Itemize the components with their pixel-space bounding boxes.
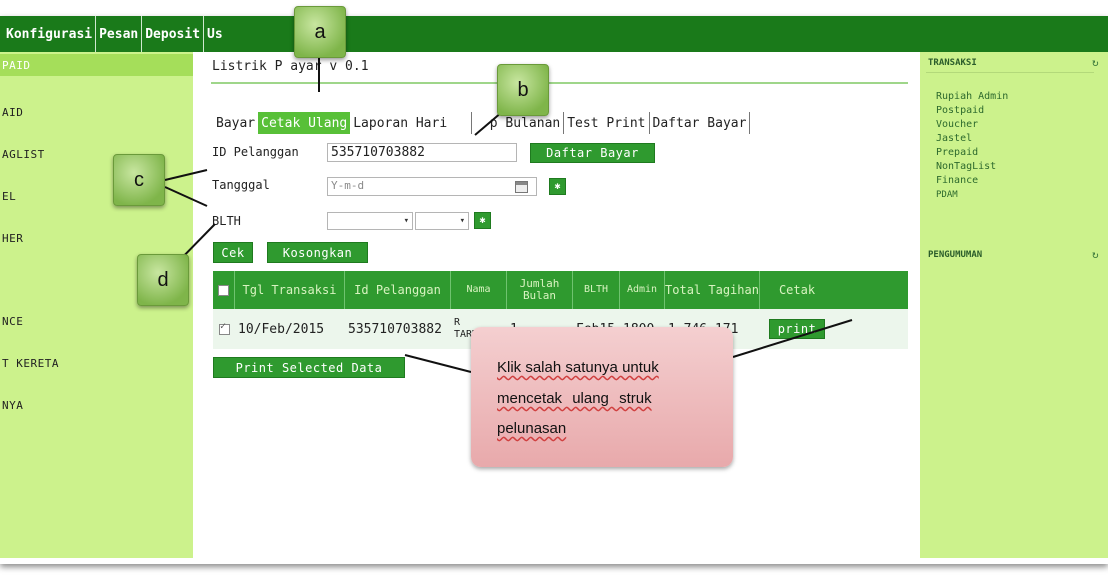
tab-daftar-bayar[interactable]: Daftar Bayar: [650, 112, 751, 134]
header-cetak: Cetak: [778, 283, 816, 297]
header-nama: Nama: [451, 271, 507, 309]
kosongkan-button[interactable]: Kosongkan: [267, 242, 368, 263]
sidebar-item-nontaglist[interactable]: AGLIST: [2, 148, 45, 161]
note-line-1: Klik salah satunya untuk: [497, 359, 659, 376]
menu-deposit[interactable]: Deposit: [142, 16, 205, 52]
tanggal-label: Tangggal: [212, 178, 270, 192]
cell-id-pelanggan: 535710703882: [348, 321, 442, 337]
title-divider: [211, 82, 908, 84]
tanggal-add-button[interactable]: ✱: [549, 178, 566, 195]
sidebar-item-voucher[interactable]: HER: [2, 232, 24, 245]
link-jastel[interactable]: Jastel: [936, 133, 973, 144]
sidebar-item-tiket-kereta[interactable]: T KERETA: [2, 357, 59, 370]
note-line-3: pelunasan: [497, 420, 567, 437]
transaksi-heading: TRANSAKSI: [928, 58, 977, 68]
tab-rekap-bulanan[interactable]: p Bulanan: [472, 112, 565, 134]
calendar-icon[interactable]: [515, 181, 528, 193]
header-jumlah-bulan: Jumlah Bulan: [507, 271, 573, 309]
app-window: Konfigurasi Pesan Deposit Us uar PAID AI…: [0, 16, 1108, 564]
print-selected-data-button[interactable]: Print Selected Data: [213, 357, 405, 378]
pengumuman-refresh-icon[interactable]: ↻: [1092, 248, 1099, 261]
header-id-pelanggan: Id Pelanggan: [345, 271, 451, 309]
page-title: Listrik P ayar v 0.1: [212, 59, 369, 74]
sidebar-item-postpaid[interactable]: AID: [2, 106, 24, 119]
row-select-cell: [213, 309, 235, 349]
id-pelanggan-input[interactable]: 535710703882: [327, 143, 517, 162]
row-select-checkbox[interactable]: [219, 321, 230, 335]
tab-cetak-ulang[interactable]: Cetak Ulang: [258, 112, 351, 134]
link-prepaid[interactable]: Prepaid: [936, 147, 979, 158]
blth-month-select[interactable]: ▾: [327, 212, 413, 230]
callout-d: d: [137, 254, 189, 306]
sidebar-item-prepaid[interactable]: PAID: [0, 54, 193, 76]
table-header-row: Tgl Transaksi Id Pelanggan Nama Jumlah B…: [213, 271, 908, 309]
header-blth: BLTH: [573, 271, 620, 309]
callout-c: c: [113, 154, 165, 206]
tab-bar: Bayar Cetak Ulang Laporan Hari p Bulanan…: [213, 112, 751, 134]
tab-bayar[interactable]: Bayar: [216, 115, 256, 131]
main-content: Listrik P ayar v 0.1 Bayar Cetak Ulang L…: [193, 52, 920, 558]
daftar-bayar-button[interactable]: Daftar Bayar: [530, 143, 655, 163]
blth-year-select[interactable]: ▾: [415, 212, 469, 230]
print-button[interactable]: print: [768, 319, 826, 339]
menu-konfigurasi[interactable]: Konfigurasi: [0, 16, 97, 52]
link-voucher[interactable]: Voucher: [936, 119, 979, 130]
link-rupiah-admin[interactable]: Rupiah Admin: [936, 91, 1009, 102]
transaksi-refresh-icon[interactable]: ↻: [1092, 56, 1099, 69]
cell-nama-line1: R: [454, 317, 461, 328]
sidebar-item-jastel[interactable]: EL: [2, 190, 17, 203]
blth-add-button[interactable]: ✱: [474, 212, 491, 229]
id-pelanggan-label: ID Pelanggan: [212, 145, 299, 159]
header-tgl-transaksi: Tgl Transaksi: [235, 271, 345, 309]
transaksi-divider: [926, 72, 1094, 73]
tab-laporan-harian[interactable]: Laporan Hari: [350, 112, 473, 134]
select-all-checkbox[interactable]: [218, 284, 229, 296]
select-all-cell: [213, 271, 235, 309]
top-menu-bar: Konfigurasi Pesan Deposit Us uar: [0, 16, 1108, 52]
pengumuman-heading: PENGUMUMAN: [928, 250, 983, 260]
callout-a: a: [294, 6, 346, 58]
instruction-note: Klik salah satunya untuk mencetak ulang …: [471, 327, 733, 467]
link-finance[interactable]: Finance: [936, 175, 979, 186]
cell-cetak: print: [760, 309, 834, 349]
link-postpaid[interactable]: Postpaid: [936, 105, 985, 116]
blth-label: BLTH: [212, 214, 241, 228]
sidebar-item-lainnya[interactable]: NYA: [2, 399, 24, 412]
callout-b: b: [497, 64, 549, 116]
link-nontaglist[interactable]: NonTagList: [936, 161, 997, 172]
left-sidebar: PAID AID AGLIST EL HER NCE T KERETA NYA: [0, 52, 193, 558]
cek-button[interactable]: Cek: [213, 242, 253, 263]
header-total-tagihan: Total Tagihan: [665, 271, 760, 309]
note-line-2: mencetak ulang struk: [497, 390, 652, 407]
right-sidebar: TRANSAKSI ↻ Rupiah Admin Postpaid Vouche…: [920, 52, 1108, 558]
header-admin: Admin: [620, 271, 665, 309]
tanggal-input[interactable]: Y-m-d: [327, 177, 537, 196]
sidebar-item-finance[interactable]: NCE: [2, 315, 24, 328]
link-pdam[interactable]: PDAM: [936, 190, 958, 200]
tab-test-print[interactable]: Test Print: [564, 112, 650, 134]
cell-tgl-transaksi: 10/Feb/2015: [238, 321, 325, 337]
menu-pesan[interactable]: Pesan: [96, 16, 143, 52]
